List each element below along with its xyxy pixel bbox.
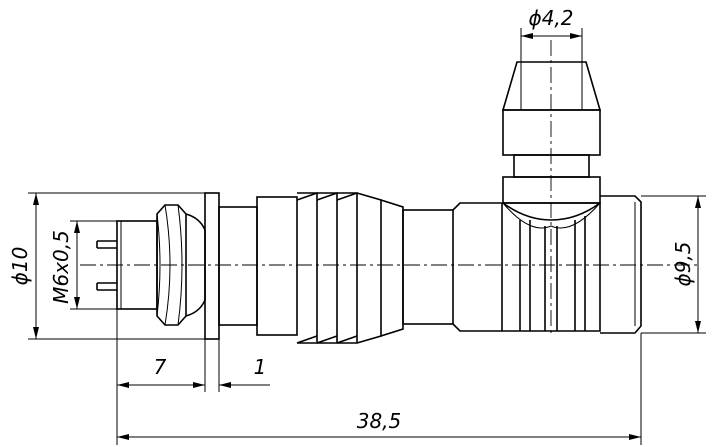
neck: [218, 206, 258, 326]
dim-38-5: 38,5: [117, 333, 642, 445]
dim-label-phi-4-2: ϕ4,2: [529, 6, 574, 30]
dim-label-7: 7: [154, 355, 167, 379]
flange: [204, 192, 220, 340]
dim-label-phi-10: ϕ10: [8, 247, 32, 286]
dim-label-thread: M6x0,5: [49, 230, 73, 304]
dim-7-and-1: 7 1: [116, 309, 270, 445]
dim-label-phi-9-5: ϕ9,5: [671, 242, 695, 287]
strain-relief: [256, 192, 404, 344]
cable-outlet: [501, 61, 602, 229]
dim-thread-m6: M6x0,5: [49, 220, 117, 310]
dim-phi-9-5: ϕ9,5: [641, 195, 706, 334]
dim-phi-10: ϕ10: [8, 192, 205, 340]
dim-label-38-5: 38,5: [357, 409, 402, 433]
end-cap: [600, 195, 642, 334]
dim-label-1: 1: [254, 355, 267, 379]
body: [402, 202, 601, 332]
dim-phi-4-2: ϕ4,2: [520, 6, 583, 62]
